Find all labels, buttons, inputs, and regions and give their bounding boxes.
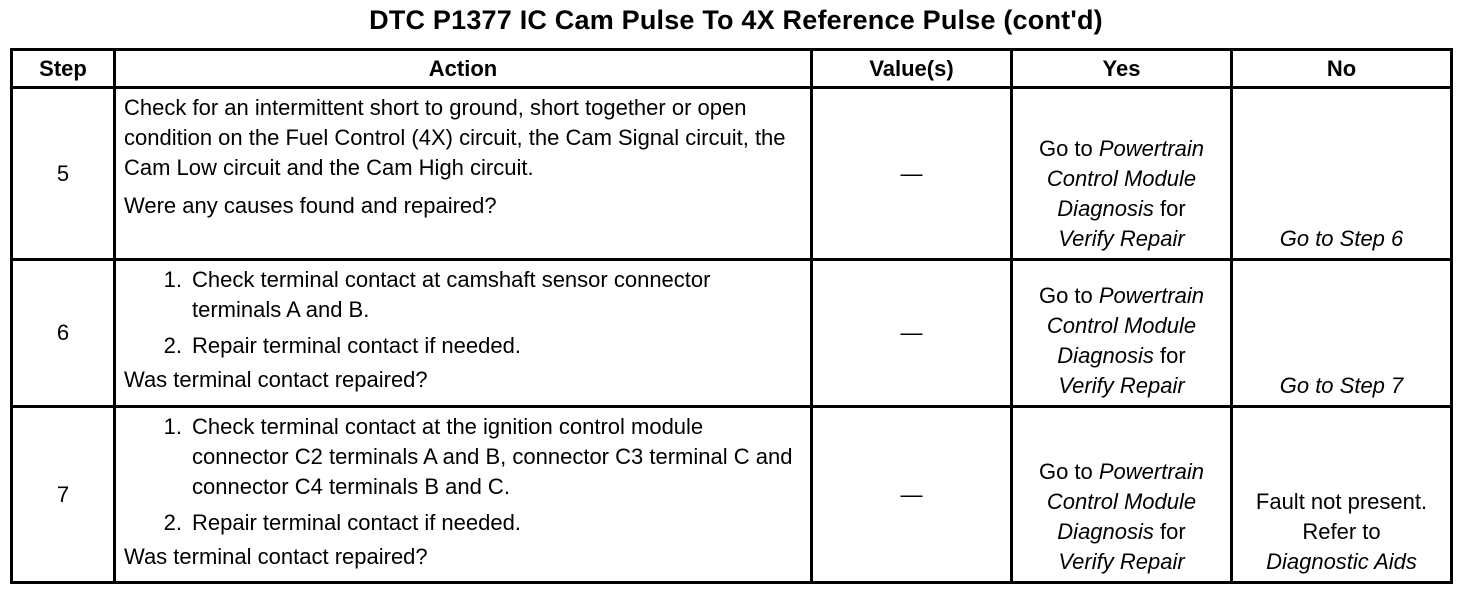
list-item: 1.Check terminal contact at the ignition… xyxy=(163,414,793,499)
no-link-diagnostic-aids[interactable]: Diagnostic Aids xyxy=(1266,549,1417,574)
yes-mid: for xyxy=(1153,343,1186,368)
value-cell: — xyxy=(810,86,1013,261)
table-row: 5 Check for an intermittent short to gro… xyxy=(10,86,1453,261)
no-cell: Go to Step 7 xyxy=(1230,258,1453,408)
yes-cell: Go to Powertrain Control Module Diagnosi… xyxy=(1010,258,1233,408)
no-cell: Fault not present. Refer to Diagnostic Ai… xyxy=(1230,405,1453,584)
value-cell: — xyxy=(810,258,1013,408)
no-link-step[interactable]: Go to Step 7 xyxy=(1279,373,1404,398)
action-text: Check for an intermittent short to groun… xyxy=(124,95,786,180)
yes-cell: Go to Powertrain Control Module Diagnosi… xyxy=(1010,86,1233,261)
no-text: Fault not present. Refer to xyxy=(1255,489,1428,544)
yes-cell: Go to Powertrain Control Module Diagnosi… xyxy=(1010,405,1233,584)
action-cell: Check for an intermittent short to groun… xyxy=(113,86,813,261)
diagnostic-table: Step Action Value(s) Yes No 5 Check for … xyxy=(10,48,1453,584)
action-question: Was terminal contact repaired? xyxy=(124,544,428,569)
yes-prefix: Go to xyxy=(1038,136,1099,161)
column-header-action: Action xyxy=(113,48,813,89)
no-cell: Go to Step 6 xyxy=(1230,86,1453,261)
yes-mid: for xyxy=(1153,196,1186,221)
yes-link-verify-repair[interactable]: Verify Repair xyxy=(1058,226,1185,251)
value-cell: — xyxy=(810,405,1013,584)
step-number: 5 xyxy=(10,86,116,261)
action-question: Was terminal contact repaired? xyxy=(124,367,428,392)
yes-link-pcm-diagnosis[interactable]: Powertrain Control Module Diagnosis xyxy=(1046,136,1205,221)
yes-link-pcm-diagnosis[interactable]: Powertrain Control Module Diagnosis xyxy=(1046,459,1205,544)
yes-link-verify-repair[interactable]: Verify Repair xyxy=(1058,373,1185,398)
step-number: 7 xyxy=(10,405,116,584)
step-number: 6 xyxy=(10,258,116,408)
no-link-step[interactable]: Go to Step 6 xyxy=(1279,226,1404,251)
action-list: 1.Check terminal contact at camshaft sen… xyxy=(124,265,802,361)
column-header-step: Step xyxy=(10,48,116,89)
column-header-no: No xyxy=(1230,48,1453,89)
yes-prefix: Go to xyxy=(1038,283,1099,308)
list-item: 2.Repair terminal contact if needed. xyxy=(163,333,521,358)
action-list: 1.Check terminal contact at the ignition… xyxy=(124,412,802,538)
action-cell: 1.Check terminal contact at the ignition… xyxy=(113,405,813,584)
table-header-row: Step Action Value(s) Yes No xyxy=(10,48,1453,89)
table-row: 7 1.Check terminal contact at the igniti… xyxy=(10,405,1453,584)
list-item: 1.Check terminal contact at camshaft sen… xyxy=(163,267,711,322)
list-item: 2.Repair terminal contact if needed. xyxy=(163,510,521,535)
yes-prefix: Go to xyxy=(1038,459,1099,484)
action-question: Were any causes found and repaired? xyxy=(124,193,497,218)
column-header-values: Value(s) xyxy=(810,48,1013,89)
page-title: DTC P1377 IC Cam Pulse To 4X Reference P… xyxy=(369,5,1103,35)
yes-mid: for xyxy=(1153,519,1186,544)
table-row: 6 1.Check terminal contact at camshaft s… xyxy=(10,258,1453,408)
action-cell: 1.Check terminal contact at camshaft sen… xyxy=(113,258,813,408)
column-header-yes: Yes xyxy=(1010,48,1233,89)
yes-link-verify-repair[interactable]: Verify Repair xyxy=(1058,549,1185,574)
yes-link-pcm-diagnosis[interactable]: Powertrain Control Module Diagnosis xyxy=(1046,283,1205,368)
